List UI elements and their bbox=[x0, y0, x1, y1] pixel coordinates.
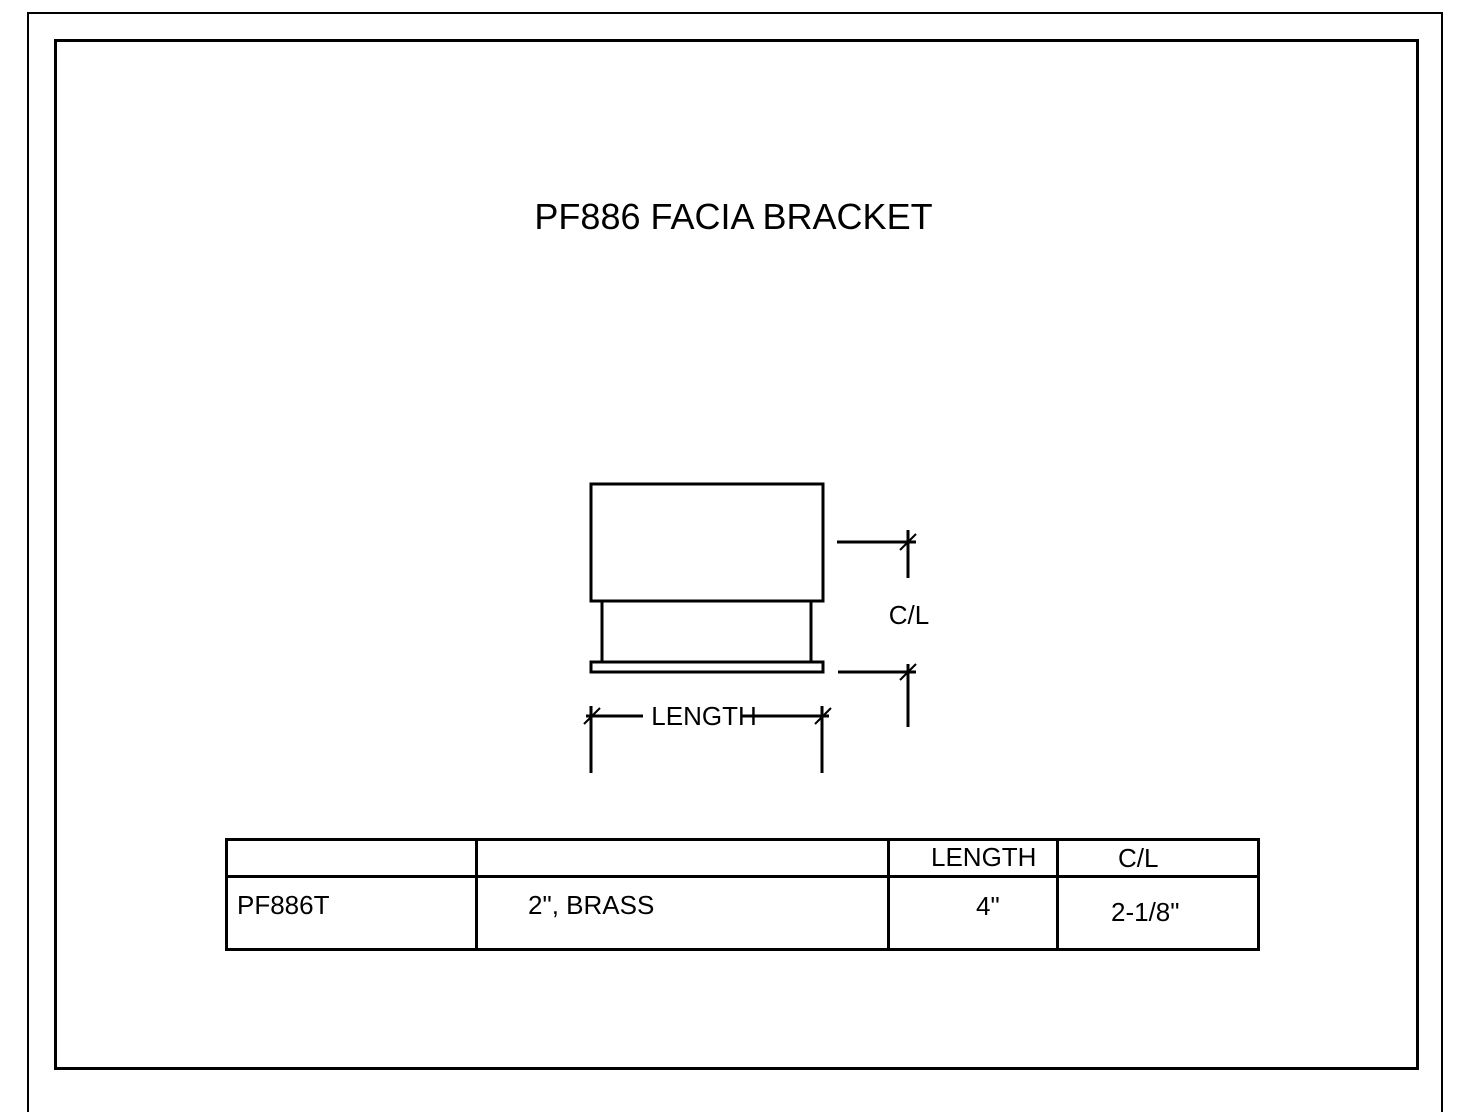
length-dimension: LENGTH bbox=[583, 701, 832, 773]
bracket-stem bbox=[600, 599, 813, 664]
bracket-base-plate bbox=[589, 660, 825, 674]
drawing-title: PF886 FACIA BRACKET bbox=[534, 196, 933, 237]
cl-dimension-label: C/L bbox=[889, 600, 929, 630]
cell-description: 2", BRASS bbox=[475, 875, 890, 951]
header-cl: C/L bbox=[1056, 838, 1260, 878]
bracket-top-block bbox=[589, 482, 825, 603]
part-cl: 2-1/8" bbox=[1111, 897, 1180, 927]
part-length: 4" bbox=[976, 891, 1000, 921]
cell-length: 4" bbox=[887, 875, 1059, 951]
length-dimension-label: LENGTH bbox=[651, 701, 756, 731]
cell-part: PF886T bbox=[225, 875, 478, 951]
table-row: PF886T 2", BRASS 4" 2-1/8" bbox=[225, 875, 1260, 951]
header-description bbox=[475, 838, 890, 878]
header-length-label: LENGTH bbox=[931, 842, 1037, 872]
drawing-border bbox=[54, 39, 1419, 1070]
header-part bbox=[225, 838, 478, 878]
cl-dimension: C/L bbox=[837, 530, 929, 727]
header-cl-label: C/L bbox=[1118, 843, 1159, 873]
header-length: LENGTH bbox=[887, 838, 1059, 878]
table-header-row: LENGTH C/L bbox=[225, 838, 1260, 878]
outer-frame bbox=[27, 12, 1443, 1112]
cell-cl: 2-1/8" bbox=[1056, 875, 1260, 951]
part-number: PF886T bbox=[237, 890, 330, 920]
spec-table: LENGTH C/L PF886T 2", BRASS 4" 2-1/8" bbox=[225, 838, 1260, 951]
part-description: 2", BRASS bbox=[528, 890, 655, 920]
